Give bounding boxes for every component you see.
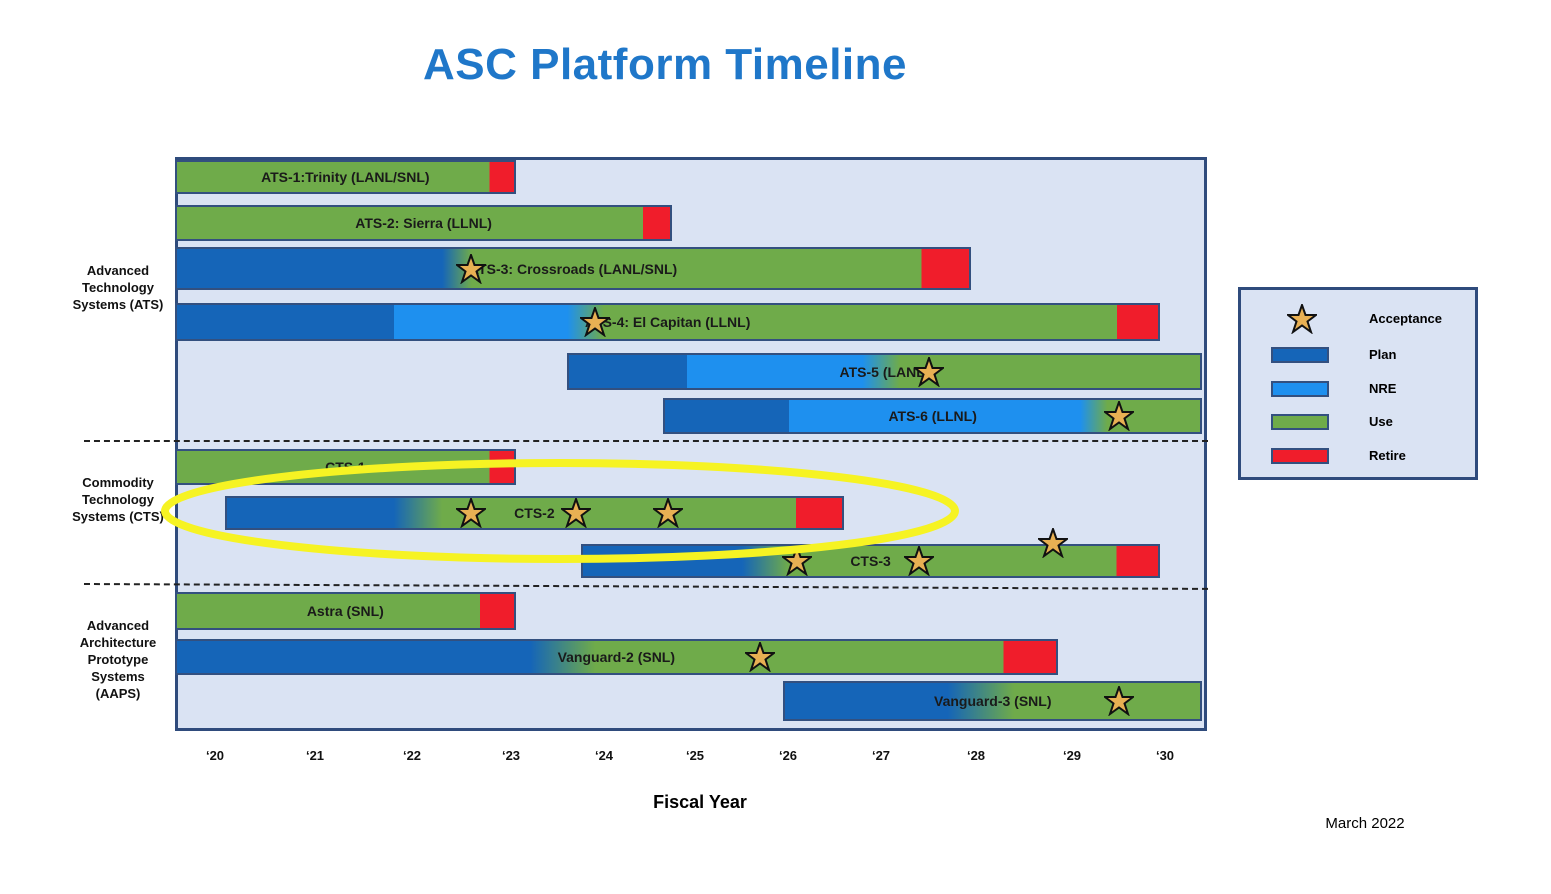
acceptance-star-icon [1287, 304, 1317, 334]
platform-bar-4: ATS-5 (LANL) [566, 353, 1203, 390]
platform-bar-7: CTS-2 [225, 496, 844, 530]
platform-label: Vanguard-3 (SNL) [934, 693, 1052, 709]
platform-label: ATS-3: Crossroads (LANL/SNL) [469, 260, 678, 277]
platform-label: CTS-2 [514, 505, 555, 521]
acceptance-star-icon [456, 498, 487, 528]
x-tick-label: ‘21 [305, 748, 325, 763]
platform-bar-1: ATS-2: Sierra (LLNL) [175, 205, 673, 241]
legend-label-nre: NRE [1369, 381, 1397, 396]
acceptance-star-icon [652, 498, 683, 528]
platform-label: CTS-1 [325, 459, 366, 475]
platform-bar-2: ATS-3: Crossroads (LANL/SNL) [175, 247, 972, 290]
platform-label: ATS-5 (LANL) [839, 363, 930, 380]
x-tick-label: ‘29 [1062, 748, 1082, 763]
x-tick-label: ‘25 [685, 748, 705, 763]
platform-label: ATS-6 (LLNL) [888, 408, 977, 424]
platform-bar-11: Vanguard-3 (SNL) [783, 681, 1203, 721]
acceptance-star-icon [1103, 401, 1134, 431]
acceptance-star-icon [904, 546, 934, 576]
legend-item-retire: Retire [1241, 441, 1475, 471]
acceptance-star-icon [579, 307, 610, 337]
platform-bar-8: CTS-3 [580, 544, 1161, 578]
platform-label: Astra (SNL) [306, 603, 384, 619]
platform-bar-6: CTS-1 [175, 449, 516, 485]
acceptance-star-icon [456, 253, 487, 284]
acceptance-star-icon [1037, 528, 1068, 558]
group-divider-ats-cts [84, 440, 1208, 442]
acceptance-star-icon [913, 356, 944, 387]
x-tick-label: ‘20 [205, 748, 225, 763]
acceptance-star-icon [745, 642, 776, 672]
platform-label: ATS-2: Sierra (LLNL) [355, 215, 492, 231]
platform-bar-3: ATS-4: El Capitan (LLNL) [175, 303, 1161, 341]
plan-swatch [1271, 347, 1329, 363]
legend-label-plan: Plan [1369, 347, 1397, 362]
group-label-cts: Commodity Technology Systems (CTS) [72, 475, 164, 524]
platform-bar-10: Vanguard-2 (SNL) [175, 639, 1058, 675]
legend-item-use: Use [1241, 407, 1475, 437]
acceptance-star-icon [782, 546, 813, 576]
x-tick-label: ‘28 [966, 748, 986, 763]
nre-swatch [1271, 381, 1329, 397]
group-label-ats: Advanced Technology Systems (ATS) [72, 263, 164, 312]
platform-bar-0: ATS-1:Trinity (LANL/SNL) [175, 160, 516, 194]
platform-label: CTS-3 [850, 553, 891, 569]
group-label-aaps: Advanced Architecture Prototype Systems … [79, 618, 157, 701]
x-tick-label: ‘26 [778, 748, 798, 763]
platform-bar-9: Astra (SNL) [175, 592, 516, 630]
x-tick-label: ‘23 [501, 748, 521, 763]
x-tick-label: ‘30 [1155, 748, 1175, 763]
legend-item-plan: Plan [1241, 340, 1475, 370]
platform-label: Vanguard-2 (SNL) [557, 649, 676, 665]
legend-label-acceptance: Acceptance [1369, 311, 1442, 326]
chart-title: ASC Platform Timeline [422, 40, 907, 89]
legend-item-acceptance: Acceptance [1241, 304, 1475, 334]
x-tick-label: ‘22 [402, 748, 422, 763]
legend-label-retire: Retire [1369, 448, 1406, 463]
legend-item-nre: NRE [1241, 374, 1475, 404]
date-note: March 2022 [1325, 815, 1405, 832]
use-swatch [1271, 414, 1329, 430]
platform-label: ATS-1:Trinity (LANL/SNL) [261, 169, 430, 185]
x-tick-label: ‘24 [594, 748, 614, 763]
legend-label-use: Use [1369, 414, 1393, 429]
x-axis-label: Fiscal Year [653, 792, 747, 812]
x-tick-label: ‘27 [871, 748, 891, 763]
acceptance-star-icon [561, 498, 592, 528]
platform-label: ATS-4: El Capitan (LLNL) [584, 314, 751, 330]
acceptance-star-icon [1103, 686, 1134, 716]
legend: Acceptance Plan NRE Use Retire [1238, 287, 1478, 480]
retire-swatch [1271, 448, 1329, 464]
